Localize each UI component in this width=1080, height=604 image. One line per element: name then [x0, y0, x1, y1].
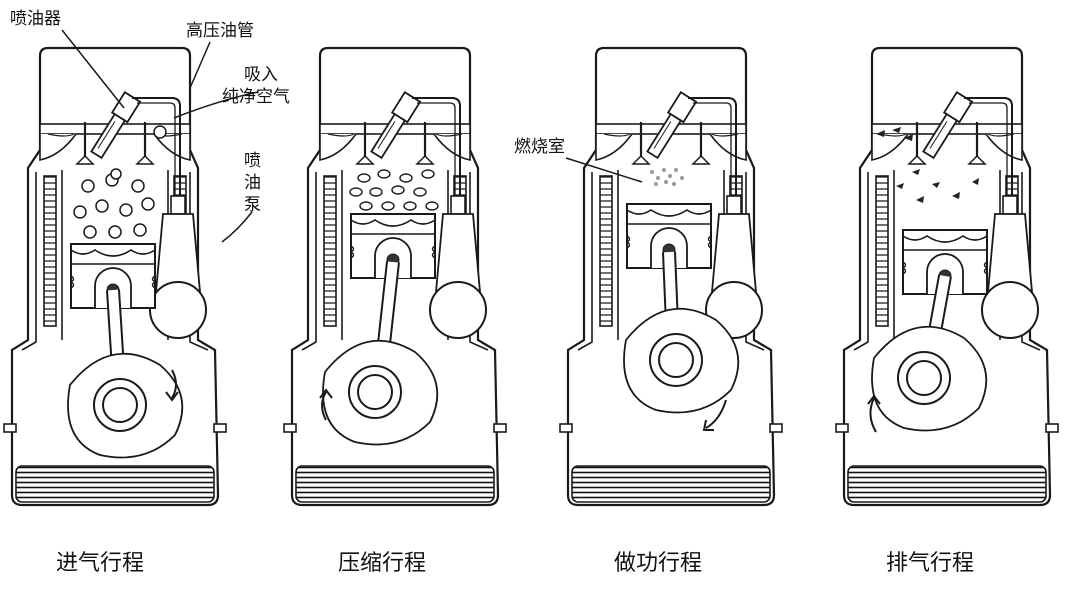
caption-compression-stroke: 压缩行程 [338, 551, 426, 576]
combustion-spray [650, 168, 684, 186]
label-pump-char3: 泵 [244, 195, 261, 215]
air-bubbles [73, 125, 167, 239]
exhaust-flow-arrows [876, 127, 979, 203]
caption-exhaust-stroke: 排气行程 [886, 551, 974, 576]
label-pump-char1: 喷 [244, 151, 261, 171]
label-pump-char2: 油 [244, 173, 261, 193]
engine-power [558, 46, 784, 507]
engine-compression [282, 46, 508, 507]
engine-intake [2, 46, 228, 507]
label-intake-line1: 吸入 [244, 65, 278, 85]
annotation-leaders [61, 29, 643, 243]
engine-exhaust [834, 46, 1060, 507]
label-high-pressure-pipe: 高压油管 [186, 21, 254, 41]
label-combustion-chamber: 燃烧室 [514, 137, 565, 157]
label-intake-line2: 纯净空气 [222, 87, 290, 107]
label-injector: 喷油器 [10, 9, 61, 29]
caption-power-stroke: 做功行程 [614, 551, 702, 576]
compressed-air [349, 169, 439, 211]
caption-intake-stroke: 进气行程 [56, 551, 144, 576]
